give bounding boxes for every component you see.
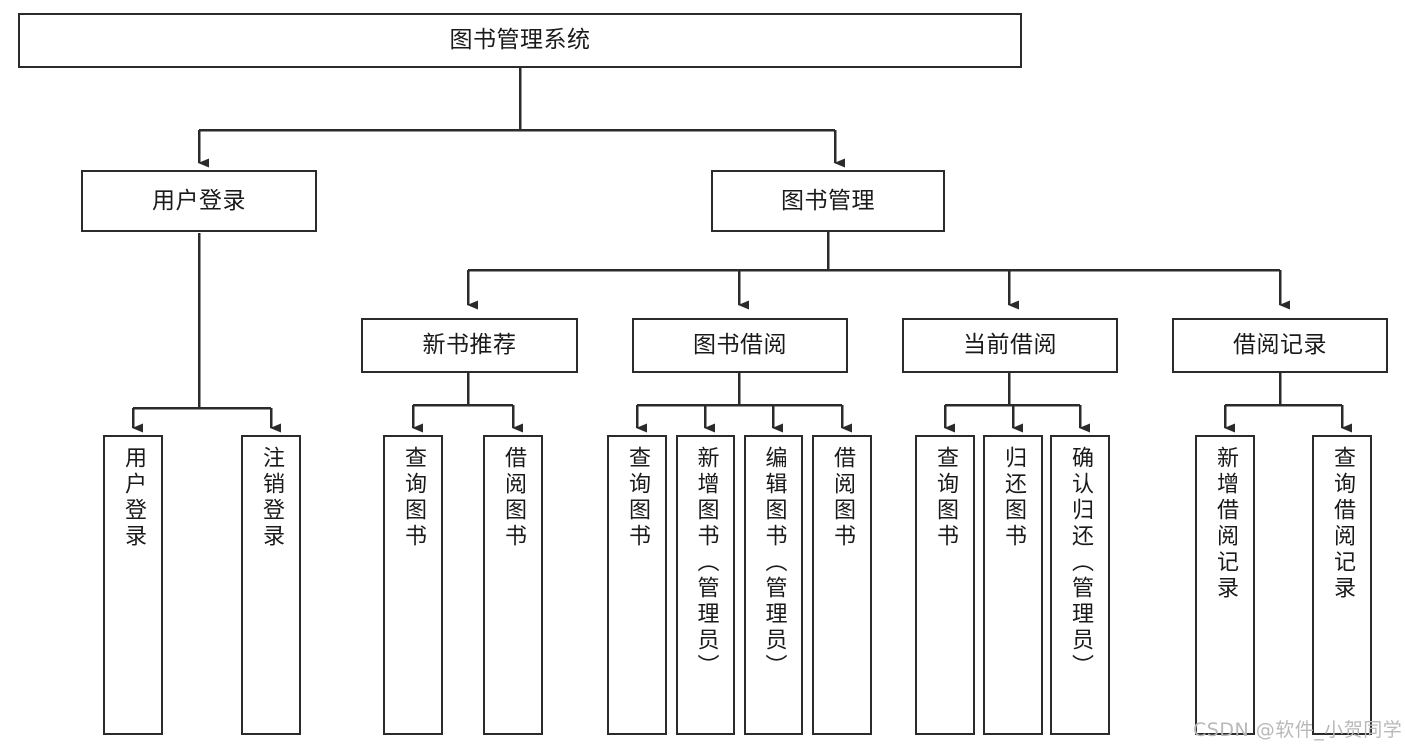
node-label: 注销登录 [259, 446, 284, 550]
leaf-user-login[interactable]: 用户登录 [103, 435, 163, 735]
leaf-logout[interactable]: 注销登录 [241, 435, 301, 735]
node-label: 用户登录 [121, 446, 146, 550]
node-label: 图书管理系统 [449, 27, 591, 54]
node-book-borrow[interactable]: 图书借阅 [632, 318, 848, 373]
leaf-record-add[interactable]: 新增借阅记录 [1195, 435, 1255, 735]
node-label: 新书推荐 [422, 332, 517, 359]
leaf-new-book-query[interactable]: 查询图书 [383, 435, 443, 735]
watermark: CSDN @软件_小贺同学 [1193, 719, 1403, 741]
node-label: 当前借阅 [963, 332, 1057, 359]
node-label: 借阅记录 [1233, 332, 1327, 359]
node-borrow-record[interactable]: 借阅记录 [1172, 318, 1388, 373]
node-new-book-recommend[interactable]: 新书推荐 [361, 318, 578, 373]
node-label: 编辑图书（管理员） [761, 446, 787, 680]
node-label: 归还图书 [1001, 446, 1026, 550]
node-label: 图书管理 [781, 187, 875, 214]
node-label: 查询图书 [933, 446, 958, 550]
leaf-new-book-borrow[interactable]: 借阅图书 [483, 435, 543, 735]
leaf-borrow-borrow-book[interactable]: 借阅图书 [812, 435, 872, 735]
node-label: 查询图书 [625, 446, 650, 550]
leaf-current-return-book[interactable]: 归还图书 [983, 435, 1043, 735]
leaf-borrow-query-book[interactable]: 查询图书 [607, 435, 667, 735]
leaf-current-query-book[interactable]: 查询图书 [915, 435, 975, 735]
node-label: 新增借阅记录 [1213, 446, 1238, 602]
node-user-login[interactable]: 用户登录 [81, 170, 317, 232]
node-root-system[interactable]: 图书管理系统 [18, 13, 1022, 68]
leaf-current-confirm-return[interactable]: 确认归还（管理员） [1050, 435, 1110, 735]
leaf-borrow-add-book[interactable]: 新增图书（管理员） [676, 435, 735, 735]
node-label: 借阅图书 [830, 446, 855, 550]
node-label: 确认归还（管理员） [1068, 446, 1093, 680]
node-book-management[interactable]: 图书管理 [711, 170, 945, 232]
leaf-record-query[interactable]: 查询借阅记录 [1312, 435, 1372, 735]
node-label: 新增图书（管理员） [693, 446, 719, 680]
node-label: 查询借阅记录 [1330, 446, 1355, 602]
leaf-borrow-edit-book[interactable]: 编辑图书（管理员） [744, 435, 803, 735]
node-label: 借阅图书 [501, 446, 526, 550]
node-label: 查询图书 [401, 446, 426, 550]
node-current-borrow[interactable]: 当前借阅 [902, 318, 1118, 373]
node-label: 用户登录 [152, 187, 246, 214]
node-label: 图书借阅 [693, 332, 787, 359]
